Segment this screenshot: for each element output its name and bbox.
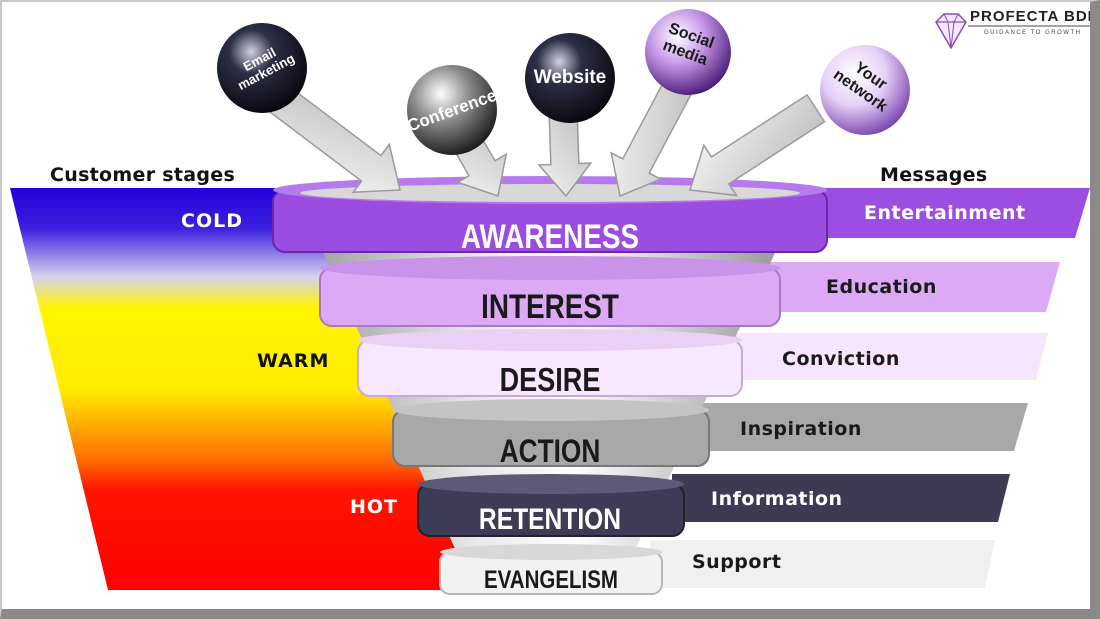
ring-evangelism: [439, 544, 663, 595]
ring-desire: [357, 329, 743, 397]
ball-social: [645, 9, 731, 95]
message-band-action: [700, 403, 1028, 451]
ball-email: [217, 23, 307, 113]
temperature-warm: WARM: [257, 350, 330, 372]
ball-conference: [407, 65, 497, 155]
stage-desire: DESIRE: [499, 361, 601, 398]
temperature-hot: HOT: [350, 496, 399, 518]
temperature-cold: COLD: [181, 210, 243, 232]
arrow-network: [689, 93, 826, 197]
stage-evangelism: EVANGELISM: [483, 566, 619, 594]
messages-header: Messages: [880, 164, 988, 186]
message-band-desire: [735, 333, 1048, 380]
message-band-interest: [770, 262, 1060, 312]
ring-action: [392, 399, 710, 467]
diamond-logo-icon: [935, 13, 967, 50]
ball-network: [820, 45, 910, 135]
brand-tagline: GUIDANCE TO GROWTH: [984, 30, 1082, 36]
stage-interest: INTEREST: [481, 288, 619, 326]
message-interest: Education: [826, 276, 937, 298]
ring-interest: [319, 256, 781, 327]
channel-website-label: Website: [533, 67, 607, 88]
ring-awareness: [272, 176, 828, 253]
message-desire: Conviction: [782, 348, 900, 370]
message-band-evangelism: [650, 540, 995, 588]
message-awareness: Entertainment: [864, 202, 1026, 224]
ball-website: [525, 33, 615, 123]
message-retention: Information: [711, 488, 843, 510]
stage-action: ACTION: [499, 433, 601, 469]
brand-name: PROFECTA BDI: [970, 8, 1093, 25]
message-evangelism: Support: [692, 551, 782, 573]
message-band-retention: [672, 474, 1010, 522]
stage-retention: RETENTION: [478, 503, 622, 536]
customer-stages-header: Customer stages: [50, 164, 236, 186]
ring-retention: [417, 474, 685, 537]
message-band-awareness: [820, 188, 1090, 238]
message-action: Inspiration: [740, 418, 862, 440]
stage-awareness: AWARENESS: [460, 218, 640, 256]
